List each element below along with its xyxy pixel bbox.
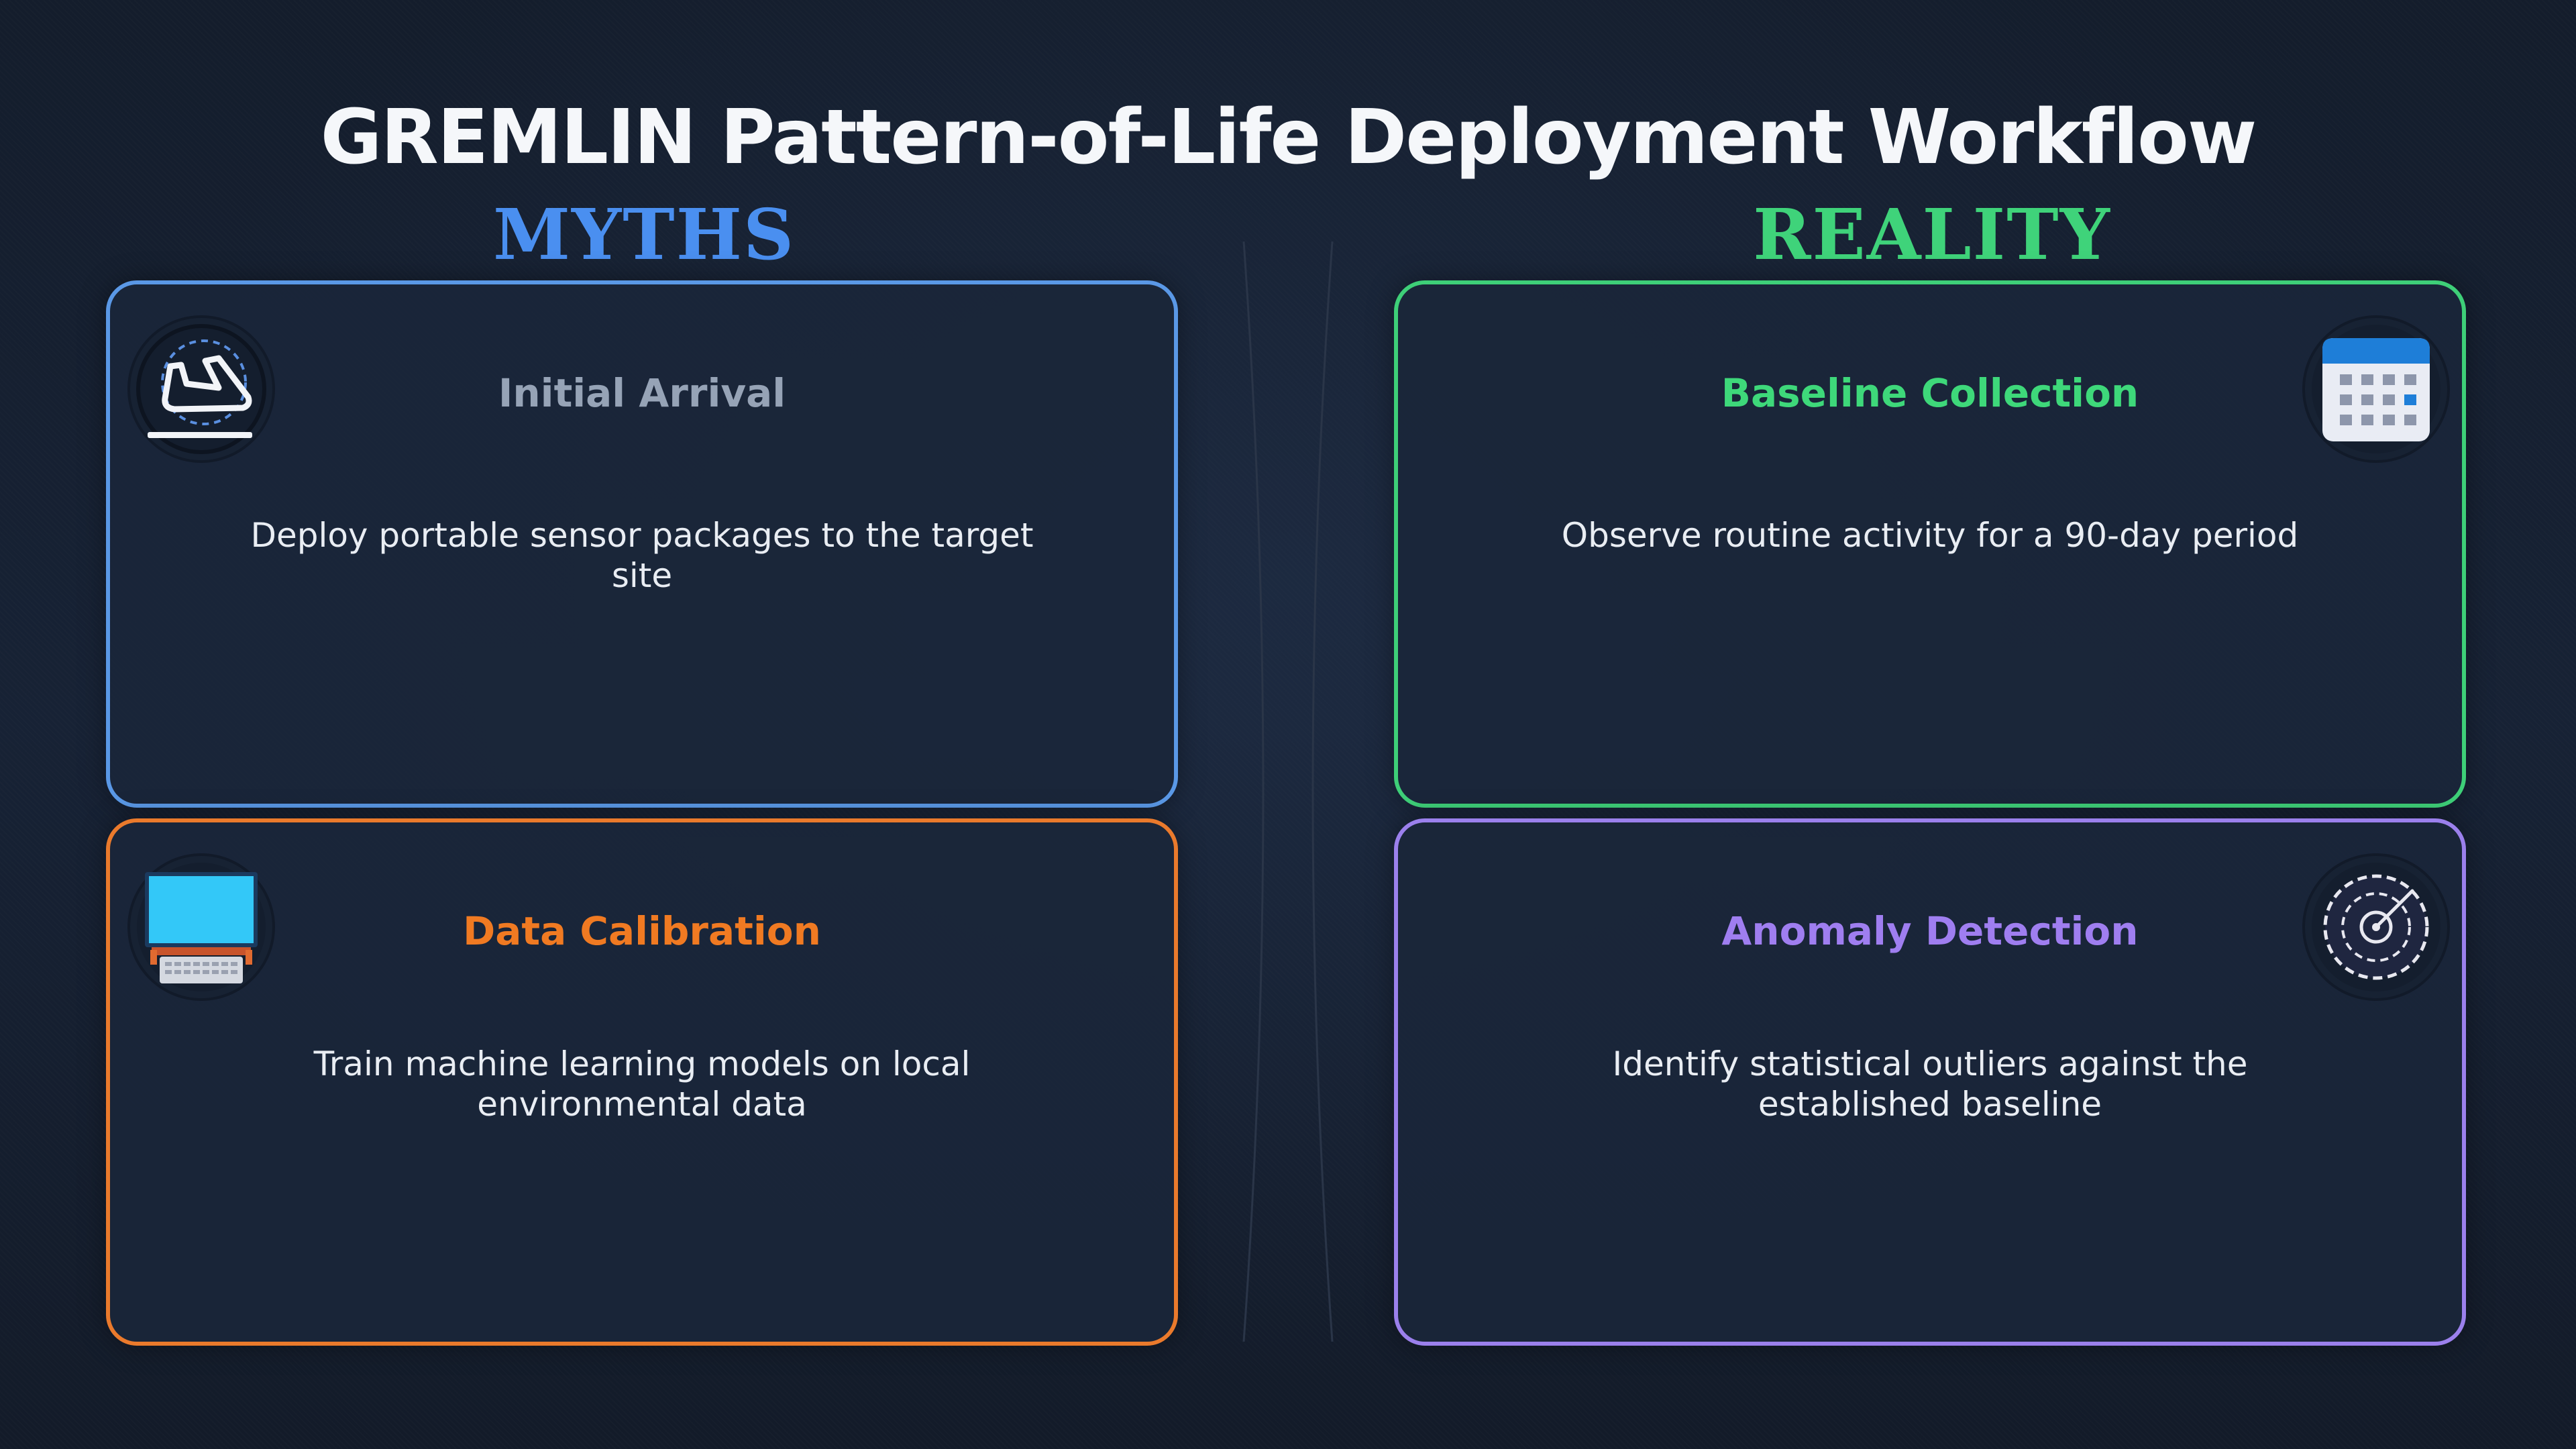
calendar-icon bbox=[2305, 318, 2447, 460]
center-divider bbox=[1234, 241, 1342, 1342]
card-description: Identify statistical outliers against th… bbox=[1612, 1044, 2248, 1124]
card-title: Initial Arrival bbox=[498, 370, 786, 416]
card-title: Baseline Collection bbox=[1721, 370, 2139, 416]
computer-terminal-icon bbox=[130, 856, 272, 998]
card-description: Train machine learning models on local e… bbox=[313, 1044, 971, 1124]
airplane-landing-icon bbox=[130, 318, 272, 460]
card-description: Observe routine activity for a 90-day pe… bbox=[1561, 516, 2299, 555]
card-title: Data Calibration bbox=[463, 908, 821, 954]
card-data-calibration: Data Calibration Train machine learning … bbox=[106, 818, 1178, 1346]
card-title: Anomaly Detection bbox=[1721, 908, 2139, 954]
card-anomaly-detection: Anomaly Detection Identify statistical o… bbox=[1394, 818, 2466, 1346]
column-header-myths: MYTHS bbox=[492, 193, 796, 276]
column-header-reality: REALITY bbox=[1753, 193, 2111, 276]
card-initial-arrival: Initial Arrival Deploy portable sensor p… bbox=[106, 280, 1178, 808]
page-title: GREMLIN Pattern-of-Life Deployment Workf… bbox=[320, 94, 2257, 181]
card-baseline-collection: Baseline Collection Observe routine acti… bbox=[1394, 280, 2466, 808]
radar-icon bbox=[2305, 856, 2447, 998]
card-description: Deploy portable sensor packages to the t… bbox=[250, 516, 1034, 595]
